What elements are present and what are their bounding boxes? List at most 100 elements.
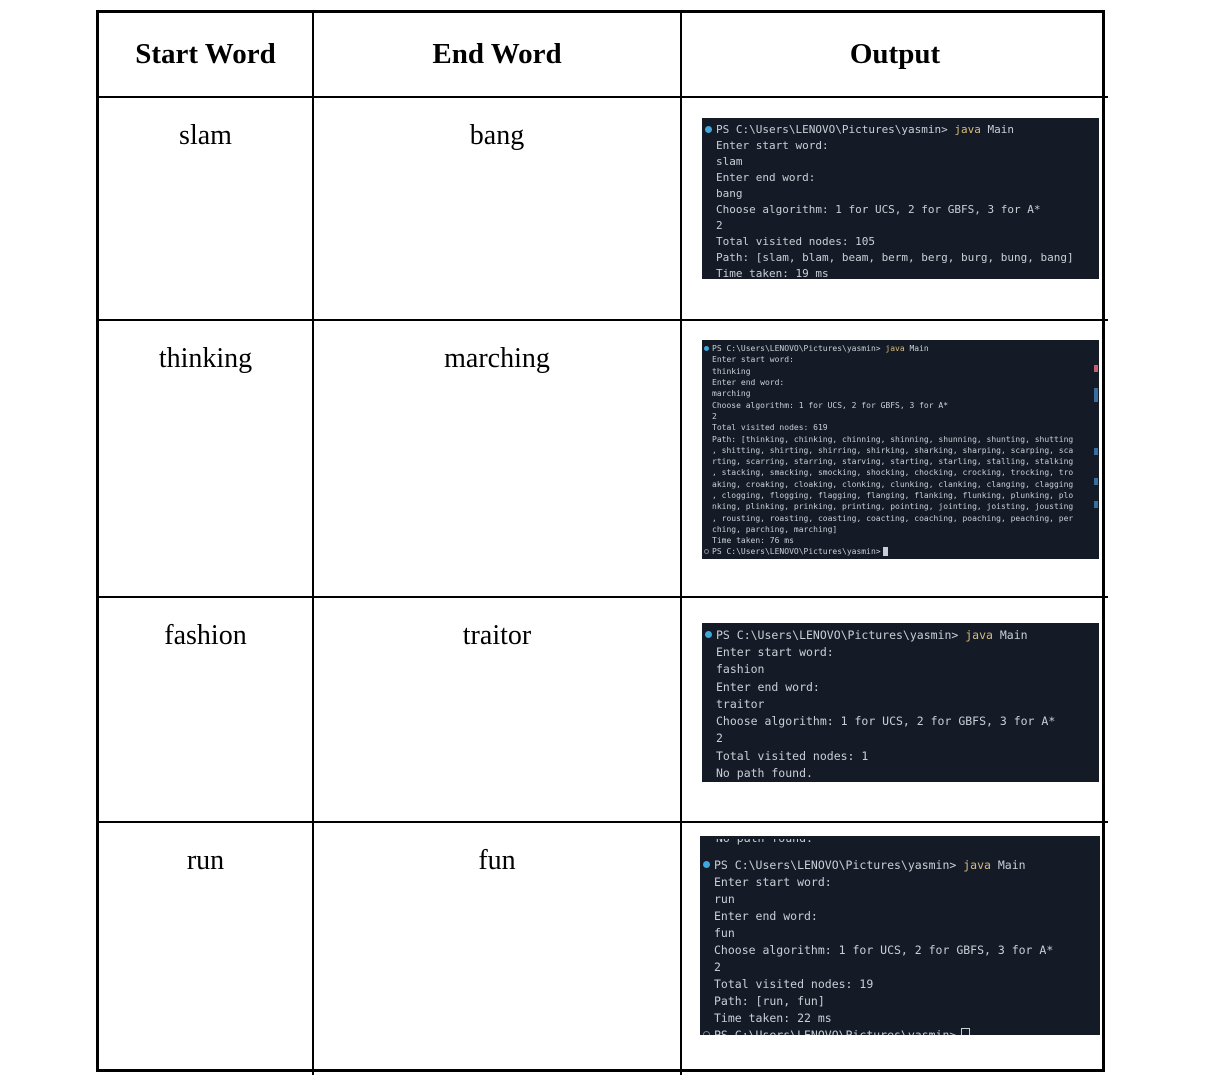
terminal-line: Path: [run, fun] bbox=[700, 992, 1100, 1009]
terminal-line: PS C:\Users\LENOVO\Pictures\yasmin> java… bbox=[702, 343, 1099, 354]
terminal-output-text: , stacking, smacking, smocking, shocking… bbox=[712, 468, 1074, 478]
terminal-line: Choose algorithm: 1 for UCS, 2 for GBFS,… bbox=[700, 941, 1100, 958]
terminal-line: fashion bbox=[702, 661, 1099, 678]
terminal-output-text: nking, plinking, prinking, printing, poi… bbox=[712, 502, 1074, 512]
clipped-terminal-line: No path found. bbox=[700, 839, 1100, 856]
terminal-output-text: Time taken: 76 ms bbox=[712, 536, 794, 546]
terminal-line: No path found. bbox=[702, 764, 1099, 781]
terminal-line: Total visited nodes: 105 bbox=[702, 233, 1099, 249]
terminal-output-text: Total visited nodes: 1 bbox=[716, 748, 869, 763]
terminal-output-text: Total visited nodes: 619 bbox=[712, 423, 828, 433]
terminal-line: Choose algorithm: 1 for UCS, 2 for GBFS,… bbox=[702, 712, 1099, 729]
prompt-command-text: PS C:\Users\LENOVO\Pictures\yasmin> java… bbox=[716, 122, 1015, 136]
terminal-line: Path: [thinking, chinking, chinning, shi… bbox=[702, 433, 1099, 444]
terminal-line: Enter end word: bbox=[702, 377, 1099, 388]
end-word-cell: bang bbox=[314, 98, 682, 321]
terminal-output-text: Total visited nodes: 19 bbox=[714, 976, 874, 991]
terminal-line: aking, croaking, cloaking, clonking, clu… bbox=[702, 479, 1099, 490]
terminal-line: Enter start word: bbox=[702, 643, 1099, 660]
start-word-cell: run bbox=[99, 823, 314, 1075]
terminal-line: fun bbox=[700, 924, 1100, 941]
terminal-output-text: Enter start word: bbox=[716, 138, 829, 152]
terminal-output-text: Total visited nodes: 105 bbox=[716, 234, 875, 248]
terminal-output-text: Enter end word: bbox=[716, 679, 820, 694]
terminal-output-text: rting, scarring, starring, starving, sta… bbox=[712, 457, 1074, 467]
terminal-output-text: 2 bbox=[716, 218, 723, 232]
terminal-line: Time taken: 22 ms bbox=[700, 1009, 1100, 1026]
terminal-line: ching, parching, marching] bbox=[702, 524, 1099, 535]
output-cell: No path found. PS C:\Users\LENOVO\Picture… bbox=[682, 823, 1108, 1075]
terminal-screenshot-fashion-traitor: PS C:\Users\LENOVO\Pictures\yasmin> java… bbox=[702, 623, 1099, 782]
output-cell: PS C:\Users\LENOVO\Pictures\yasmin> java… bbox=[682, 98, 1108, 321]
terminal-output-text: aking, croaking, cloaking, clonking, clu… bbox=[712, 479, 1074, 489]
terminal-output-text: Path: [slam, blam, beam, berm, berg, bur… bbox=[716, 250, 1074, 264]
terminal-output-text: Enter start word: bbox=[716, 644, 834, 659]
terminal-line: traitor bbox=[702, 695, 1099, 712]
terminal-output-text: Choose algorithm: 1 for UCS, 2 for GBFS,… bbox=[716, 202, 1041, 216]
terminal-line: Path: [slam, blam, beam, berm, berg, bur… bbox=[702, 249, 1099, 265]
terminal-output-text: , clogging, flogging, flagging, flanging… bbox=[712, 491, 1074, 500]
java-command-token: java bbox=[963, 857, 991, 872]
terminal-output-text: Path: [run, fun] bbox=[714, 993, 825, 1008]
terminal-line: Choose algorithm: 1 for UCS, 2 for GBFS,… bbox=[702, 201, 1099, 217]
word-ladder-results-table: Start Word End Word Output slam bang PS … bbox=[96, 10, 1108, 1075]
terminal-line: Total visited nodes: 1 bbox=[702, 747, 1099, 764]
terminal-cursor bbox=[882, 547, 888, 557]
terminal-output-text: Enter end word: bbox=[712, 378, 785, 388]
terminal-line: 2 bbox=[700, 958, 1100, 975]
header-start-word: Start Word bbox=[99, 13, 314, 98]
java-command-token: java bbox=[885, 344, 905, 354]
scrollbar-annotation-mark bbox=[1094, 395, 1098, 402]
scrollbar-annotation-mark bbox=[1094, 388, 1098, 395]
terminal-screenshot-slam-bang: PS C:\Users\LENOVO\Pictures\yasmin> java… bbox=[702, 118, 1099, 279]
terminal-output-text: Enter start word: bbox=[714, 874, 832, 889]
terminal-cursor bbox=[961, 1027, 971, 1035]
terminal-output-text: Choose algorithm: 1 for UCS, 2 for GBFS,… bbox=[712, 400, 949, 410]
terminal-output-text: , shitting, shirting, shirring, shirking… bbox=[712, 445, 1074, 455]
terminal-line: 2 bbox=[702, 217, 1099, 233]
terminal-line: PS C:\Users\LENOVO\Pictures\yasmin> bbox=[700, 1026, 1100, 1035]
terminal-output-text: Enter end word: bbox=[716, 170, 816, 184]
start-word-cell: fashion bbox=[99, 598, 314, 823]
scrollbar-annotation-mark bbox=[1094, 478, 1098, 485]
terminal-line: marching bbox=[702, 388, 1099, 399]
terminal-line: Enter end word: bbox=[700, 907, 1100, 924]
scrollbar-annotation-mark bbox=[1094, 448, 1098, 455]
header-output: Output bbox=[682, 13, 1108, 98]
terminal-output-text: Enter start word: bbox=[712, 355, 794, 365]
terminal-line: PS C:\Users\LENOVO\Pictures\yasmin> java… bbox=[702, 626, 1099, 643]
prompt-circle-icon bbox=[700, 1031, 714, 1035]
terminal-line: Total visited nodes: 619 bbox=[702, 422, 1099, 433]
terminal-output-text: slam bbox=[716, 154, 743, 168]
terminal-output-text: 2 bbox=[716, 731, 723, 746]
terminal-output-text: 2 bbox=[714, 959, 721, 974]
terminal-line: 2 bbox=[702, 411, 1099, 422]
scrollbar-annotation-mark bbox=[1094, 501, 1098, 508]
prompt-text: PS C:\Users\LENOVO\Pictures\yasmin> bbox=[714, 1027, 957, 1036]
command-start-dot-icon bbox=[702, 346, 712, 352]
scrollbar-annotation-mark bbox=[1094, 365, 1098, 372]
java-command-token: java bbox=[965, 627, 993, 642]
terminal-line: , stacking, smacking, smocking, shocking… bbox=[702, 467, 1099, 478]
terminal-line: Enter end word: bbox=[702, 678, 1099, 695]
terminal-line: slam bbox=[702, 153, 1099, 169]
terminal-line: Total visited nodes: 19 bbox=[700, 975, 1100, 992]
terminal-output-text: No path found. bbox=[716, 766, 813, 781]
output-cell: PS C:\Users\LENOVO\Pictures\yasmin> java… bbox=[682, 598, 1108, 823]
terminal-line: Enter start word: bbox=[702, 354, 1099, 365]
terminal-line: nking, plinking, prinking, printing, poi… bbox=[702, 501, 1099, 512]
prompt-circle-icon bbox=[702, 549, 712, 555]
terminal-screenshot-run-fun: No path found. PS C:\Users\LENOVO\Picture… bbox=[700, 836, 1100, 1035]
terminal-line: Enter start word: bbox=[702, 137, 1099, 153]
terminal-output-text: traitor bbox=[716, 696, 765, 711]
terminal-line: run bbox=[700, 890, 1100, 907]
terminal-line: , shitting, shirting, shirring, shirking… bbox=[702, 445, 1099, 456]
terminal-output-text: marching bbox=[712, 389, 751, 399]
terminal-output-text: thinking bbox=[712, 366, 751, 376]
end-word-cell: marching bbox=[314, 321, 682, 598]
terminal-output-text: ching, parching, marching] bbox=[712, 524, 838, 534]
terminal-output-text: , rousting, roasting, coasting, coacting… bbox=[712, 513, 1074, 523]
start-word-cell: slam bbox=[99, 98, 314, 321]
terminal-line: Time taken: 19 ms bbox=[702, 265, 1099, 280]
